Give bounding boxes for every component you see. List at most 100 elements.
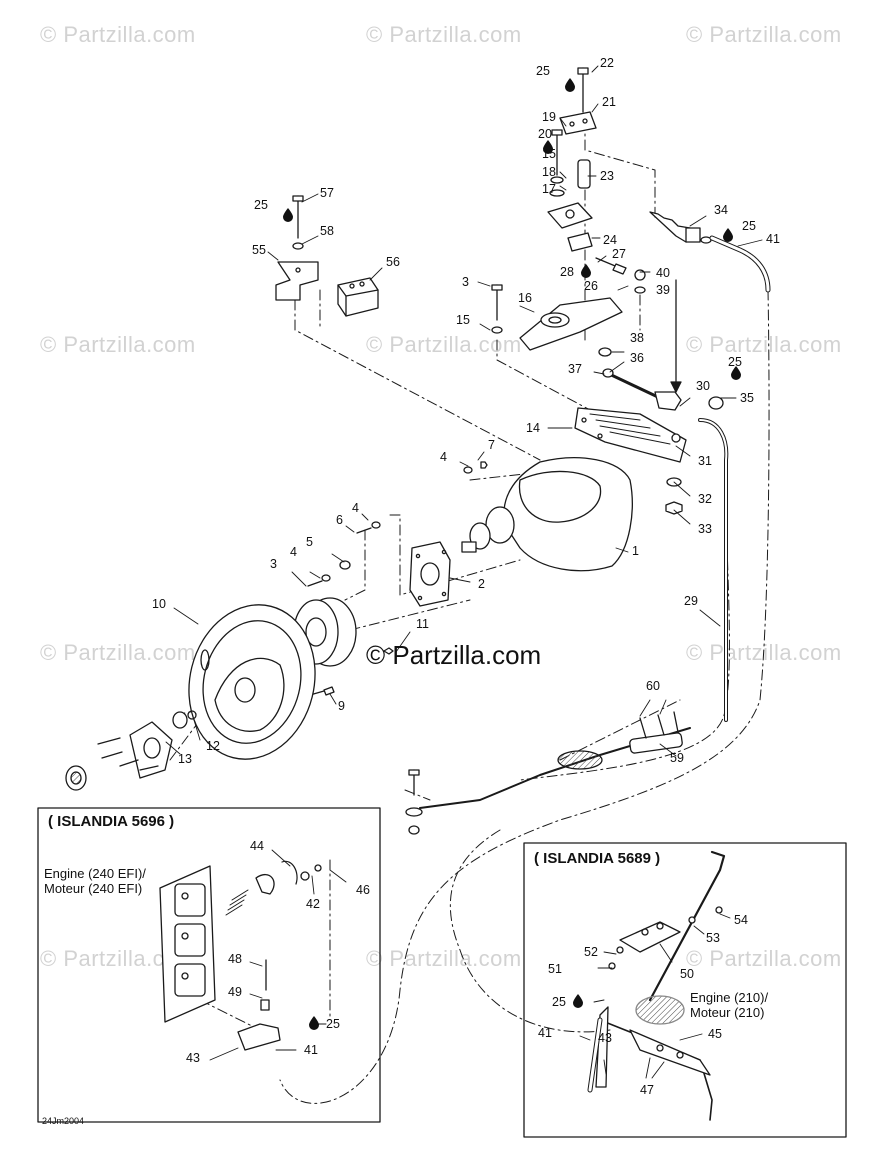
callout-55: 55	[252, 243, 266, 257]
callout-48: 48	[228, 952, 242, 966]
cable-clamp-34	[649, 211, 771, 293]
callout-27: 27	[612, 247, 626, 261]
callout-25f: 25	[552, 995, 566, 1009]
bracket-55-block-56	[275, 195, 379, 317]
engine-210-linkage	[587, 850, 726, 1121]
engine-240-efi-note: Engine (240 EFI)/ Moteur (240 EFI)	[44, 866, 146, 896]
callout-22: 22	[600, 56, 614, 70]
steering-cable-center	[405, 711, 691, 835]
callout-28: 28	[560, 265, 574, 279]
callout-52: 52	[584, 945, 598, 959]
oil-drop-icon	[723, 228, 733, 242]
engine-240-efi-note-line2: Moteur (240 EFI)	[44, 881, 143, 896]
watermark-row4-right: © Partzilla.com	[686, 946, 842, 971]
callout-43a: 43	[186, 1051, 200, 1065]
callout-25c: 25	[254, 198, 268, 212]
callout-12: 12	[206, 739, 220, 753]
hub-parts	[65, 710, 197, 791]
engine-210-note-line2: Moteur (210)	[690, 1005, 765, 1020]
callout-54: 54	[734, 913, 748, 927]
engine-210-note-line1: Engine (210)/	[690, 990, 769, 1005]
callout-19: 19	[542, 110, 556, 124]
engine-240-efi-block	[159, 860, 322, 1051]
tie-rod-36	[602, 368, 724, 411]
callout-30: 30	[696, 379, 710, 393]
oil-drop-icon	[565, 78, 575, 92]
callout-39: 39	[656, 283, 670, 297]
callout-26: 26	[584, 279, 598, 293]
callout-36: 36	[630, 351, 644, 365]
callout-4a: 4	[440, 450, 447, 464]
callout-24: 24	[603, 233, 617, 247]
callout-29: 29	[684, 594, 698, 608]
callout-18: 18	[542, 165, 556, 179]
callout-4c: 4	[290, 545, 297, 559]
callout-31: 31	[698, 454, 712, 468]
callout-2: 2	[478, 577, 485, 591]
callout-32: 32	[698, 492, 712, 506]
callout-58: 58	[320, 224, 334, 238]
callout-41b: 41	[304, 1043, 318, 1057]
bezel-2	[409, 541, 451, 607]
oil-drop-icon	[573, 994, 583, 1008]
callout-60: 60	[646, 679, 660, 693]
inset-box-islandia-5689	[523, 842, 847, 1138]
callout-20: 20	[538, 127, 552, 141]
callout-25a: 25	[536, 64, 550, 78]
callout-38: 38	[630, 331, 644, 345]
callout-53: 53	[706, 931, 720, 945]
callout-56: 56	[386, 255, 400, 269]
drawing-code: 24Jm2004	[42, 1116, 85, 1126]
callout-44: 44	[250, 839, 264, 853]
helm-housing-1	[461, 457, 633, 572]
oil-drop-icon	[581, 264, 591, 278]
oil-drop-icon	[309, 1016, 319, 1030]
callout-35: 35	[740, 391, 754, 405]
callout-5: 5	[306, 535, 313, 549]
callout-3a: 3	[462, 275, 469, 289]
callout-41c: 41	[538, 1026, 552, 1040]
callout-41a: 41	[766, 232, 780, 246]
watermark-top-right: © Partzilla.com	[686, 22, 842, 47]
bracket-16	[491, 284, 623, 357]
callout-46: 46	[356, 883, 370, 897]
callout-16: 16	[518, 291, 532, 305]
engine-240-efi-note-line1: Engine (240 EFI)/	[44, 866, 146, 881]
callout-21: 21	[602, 95, 616, 109]
watermark-top-mid: © Partzilla.com	[366, 22, 522, 47]
callout-23: 23	[600, 169, 614, 183]
callout-51: 51	[548, 962, 562, 976]
callout-3b: 3	[270, 557, 277, 571]
oil-drop-icon	[731, 366, 741, 380]
watermark-row3-left: © Partzilla.com	[40, 640, 196, 665]
oil-drop-icon	[283, 208, 293, 222]
callout-11: 11	[416, 617, 429, 631]
watermark-top-left: © Partzilla.com	[40, 22, 196, 47]
callout-1: 1	[632, 544, 639, 558]
plate-14	[574, 407, 729, 722]
callout-59: 59	[670, 751, 684, 765]
callout-4b: 4	[352, 501, 359, 515]
callout-49: 49	[228, 985, 242, 999]
top-bracket-assembly	[547, 67, 646, 294]
callout-17: 17	[542, 182, 556, 196]
callout-25b: 25	[742, 219, 756, 233]
callout-37: 37	[568, 362, 582, 376]
watermark-row4-mid: © Partzilla.com	[366, 946, 522, 971]
inset-title-islandia-5689: ( ISLANDIA 5689 )	[534, 850, 661, 867]
callout-42: 42	[306, 897, 320, 911]
callout-43b: 43	[598, 1031, 612, 1045]
callout-45: 45	[708, 1027, 722, 1041]
callout-50: 50	[680, 967, 694, 981]
watermark-row2-mid: © Partzilla.com	[366, 332, 522, 357]
steering-wheel-10	[188, 604, 316, 760]
callout-13: 13	[178, 752, 192, 766]
callout-7: 7	[488, 438, 495, 452]
callout-6: 6	[336, 513, 343, 527]
inset-title-islandia-5696: ( ISLANDIA 5696 )	[48, 813, 175, 830]
callout-25d: 25	[728, 355, 742, 369]
engine-210-note: Engine (210)/ Moteur (210)	[690, 990, 768, 1020]
watermark-row2-right: © Partzilla.com	[686, 332, 842, 357]
